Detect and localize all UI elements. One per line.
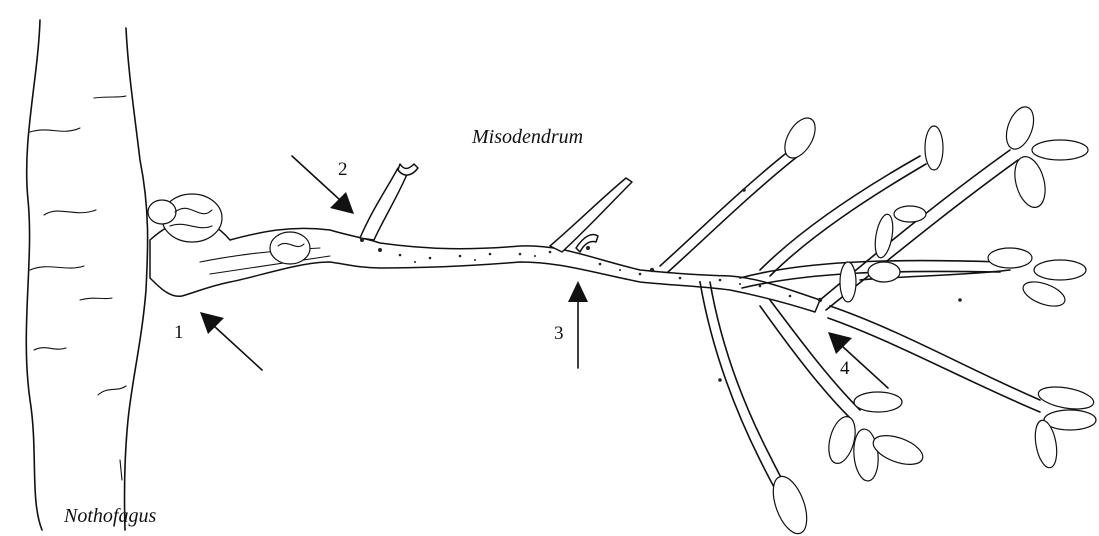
marker-3: 3	[554, 323, 564, 344]
arrow-4	[828, 332, 888, 388]
stipple-dots	[360, 188, 962, 382]
parasite-branches	[660, 150, 1040, 510]
marker-4: 4	[840, 358, 850, 379]
arrow-1	[200, 312, 262, 370]
inflorescences	[767, 103, 1096, 536]
label-nothofagus: Nothofagus	[63, 505, 156, 527]
host-trunk	[26, 20, 147, 530]
arrow-3	[568, 281, 588, 368]
marker-2: 2	[338, 159, 348, 180]
marker-1: 1	[174, 322, 184, 343]
label-misodendrum: Misodendrum	[471, 126, 583, 148]
parasite-stem	[148, 164, 820, 312]
